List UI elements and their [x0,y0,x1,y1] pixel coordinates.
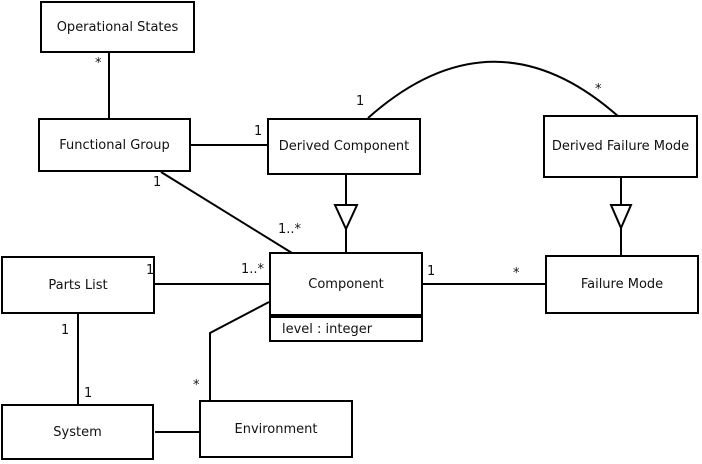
edge-derived-component-derived-failure-mode-arc [367,60,620,119]
class-functional-group: Functional Group [38,118,191,172]
multiplicity-label: * [193,378,200,393]
class-name-label: Derived Component [278,139,410,154]
class-derived-failure-mode: Derived Failure Mode [543,115,698,178]
generalization-arrow-icon [333,204,359,232]
multiplicity-label: 1 [427,264,436,279]
generalization-arrow-icon [609,204,633,231]
class-name-label: Functional Group [59,137,170,153]
class-name-label: Parts List [48,277,108,293]
multiplicity-label: 1 [146,263,155,278]
multiplicity-label: 1..* [278,222,302,237]
class-name-label: Operational States [56,19,179,35]
class-attribute-compartment: level : integer [269,316,423,342]
class-parts-list: Parts List [1,256,155,314]
class-attribute-label: level : integer [282,321,373,337]
multiplicity-label: 1 [153,175,162,190]
class-name-label: Component [308,276,384,292]
multiplicity-label: 1 [356,94,365,109]
class-failure-mode: Failure Mode [545,255,699,314]
multiplicity-label: * [95,56,102,71]
class-derived-component: Derived Component [267,118,421,175]
multiplicity-label: * [595,82,602,97]
class-component: Component level : integer [269,252,423,342]
class-name-label: System [53,424,102,440]
edge-functional-group-component [160,171,293,254]
class-system: System [1,404,154,460]
edge-environment-component [209,301,270,400]
multiplicity-label: * [513,266,520,281]
multiplicity-label: 1 [254,124,263,139]
class-name-label: Derived Failure Mode [551,139,690,154]
class-operational-states: Operational States [40,1,195,53]
class-environment: Environment [199,400,353,458]
multiplicity-label: 1 [61,323,70,338]
class-name-compartment: Component [269,252,423,316]
multiplicity-label: 1..* [241,262,265,277]
class-name-label: Environment [234,421,318,437]
multiplicity-label: 1 [84,386,93,401]
class-name-label: Failure Mode [580,277,664,292]
